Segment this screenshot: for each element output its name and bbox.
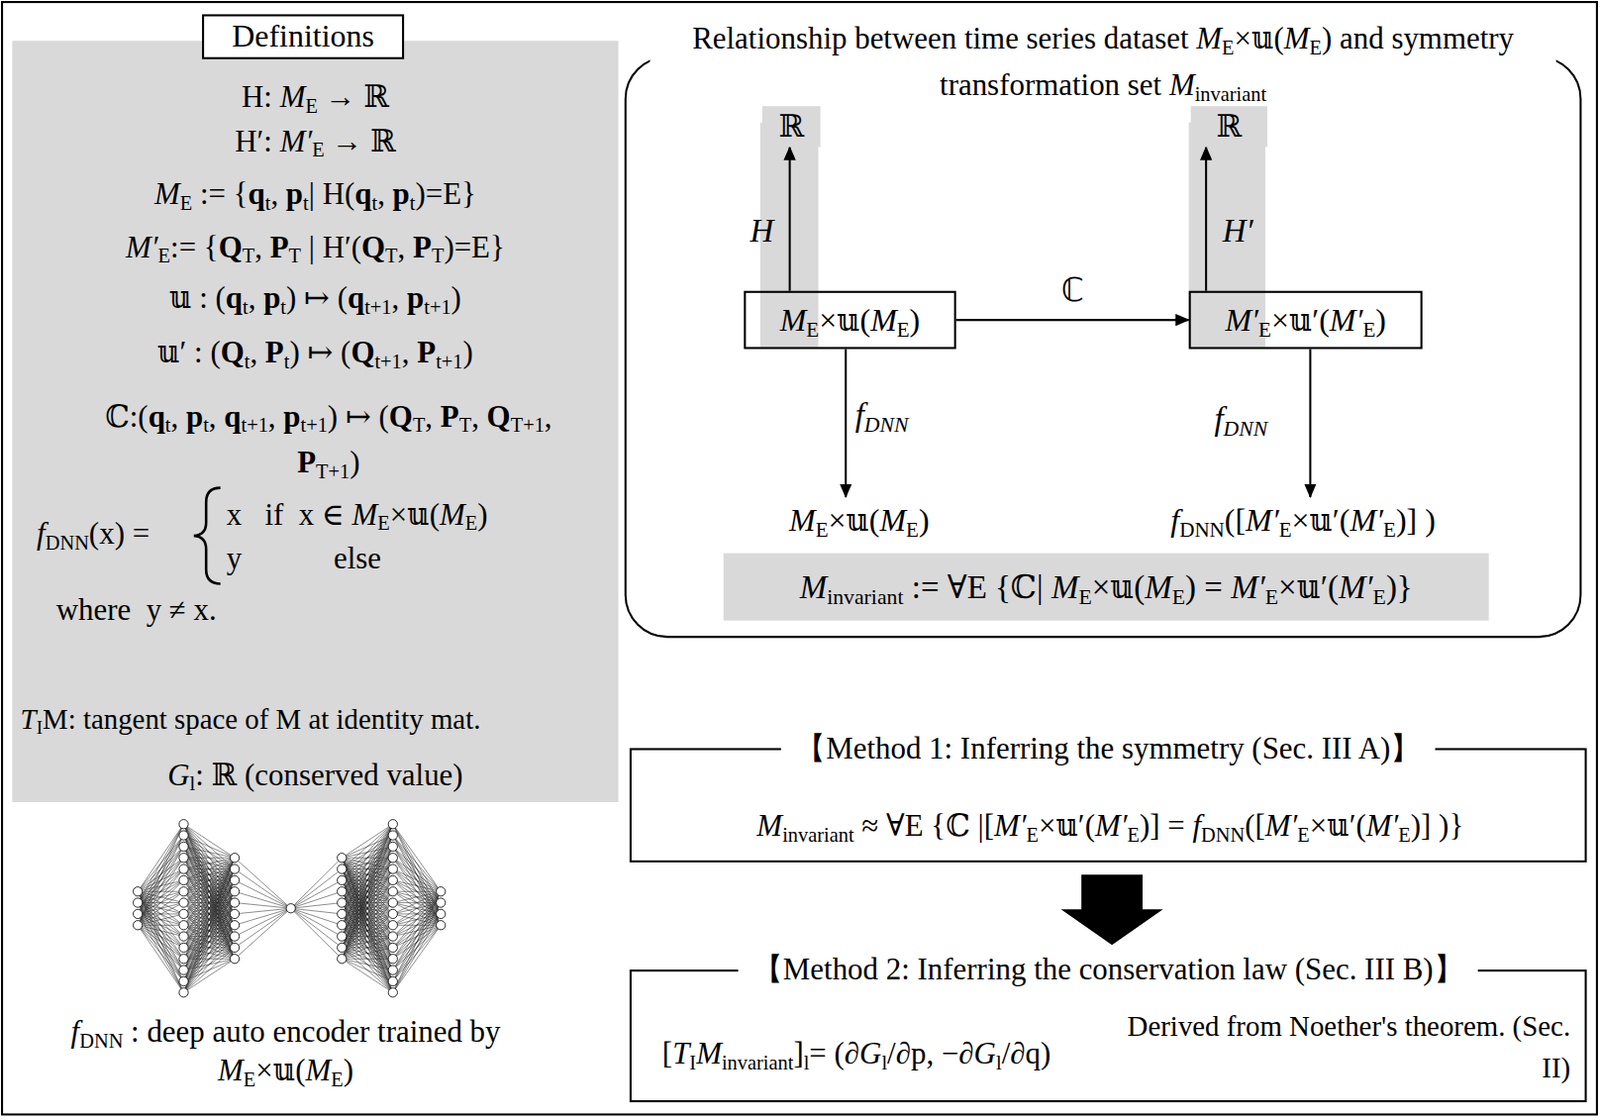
caption-text: fDNN : deep auto encoder trained by ME×𝕦… <box>51 1011 521 1089</box>
node-text: H′: M′E → ℝ <box>11 122 618 160</box>
node-text: Minvariant := ∀E {ℂ| ME×𝕦(ME) = M′E×𝕦′(M… <box>800 567 1413 607</box>
arrow-connector <box>1308 348 1311 497</box>
node-text: 𝕦′ : (Qt, Pt) ↦ (Qt+1, Pt+1) <box>11 333 618 371</box>
node-text: M′E×𝕦′(M′E) <box>1224 300 1386 339</box>
node-text: Minvariant ≈ ∀E {ℂ |[M′E×𝕦′(M′E)] = fDNN… <box>631 806 1590 844</box>
node-text: ℝ <box>778 107 804 145</box>
node-text: where y ≠ x. <box>56 591 465 628</box>
node-text: 𝕦 : (qt, pt) ↦ (qt+1, pt+1) <box>11 279 618 316</box>
definition-band: Minvariant := ∀E {ℂ| ME×𝕦(ME) = M′E×𝕦′(M… <box>723 553 1490 621</box>
heading-box: Definitions <box>201 13 404 59</box>
node-text: [TIMinvariant]l= (∂Gl/∂p, −∂Gl/∂q) <box>662 1034 1132 1072</box>
node-text: ℂ:(qt, pt, qt+1, pt+1) ↦ (QT, PT, QT+1, … <box>103 393 553 486</box>
arrow-connector <box>844 348 847 497</box>
arrow-connector <box>956 318 1190 321</box>
panel-ground <box>11 40 618 802</box>
node-text: x if x ∈ ME×𝕦(ME) <box>226 496 615 533</box>
node-text: Definitions <box>231 17 375 56</box>
node-text: fDNN(x) = <box>36 514 210 552</box>
node-text: fDNN([M′E×𝕦′(M′E)] ) <box>1170 500 1436 539</box>
node-text: ME×𝕦(ME) <box>780 300 921 339</box>
neural-network <box>132 819 445 998</box>
node-text: ME×𝕦(ME) <box>789 500 930 539</box>
output-text: fDNN([M′E×𝕦′(M′E)] ) <box>1129 497 1477 543</box>
node-text: TIM: tangent space of M at identity mat. <box>20 701 615 737</box>
section-heading: 【Method 2: Inferring the conservation la… <box>737 951 1478 989</box>
section-heading: Relationship between time series dataset… <box>650 14 1557 107</box>
edge-label: H′ <box>1222 209 1254 251</box>
method-box: 【Method 1: Inferring the symmetry (Sec. … <box>629 747 1588 862</box>
node-text: Gl: ℝ (conserved value) <box>11 756 618 794</box>
section-heading: 【Method 1: Inferring the symmetry (Sec. … <box>781 729 1436 767</box>
method-box: 【Method 2: Inferring the conservation la… <box>629 969 1588 1102</box>
codomain-band: ℝ <box>762 105 821 147</box>
edge-label: fDNN <box>855 394 909 435</box>
node-text: Derived from Noether's theorem. (Sec. II… <box>1110 1005 1571 1090</box>
edge-label: fDNN <box>1213 398 1268 439</box>
block-arrow <box>1061 874 1164 945</box>
edge-label: H <box>750 209 775 251</box>
node-text: y else <box>226 539 615 577</box>
output-text: ME×𝕦(ME) <box>762 497 957 543</box>
curly-brace <box>194 488 221 585</box>
relationship-box: Relationship between time series dataset… <box>624 56 1583 638</box>
node-text: ME := {qt, pt| H(qt, pt)=E} <box>11 175 618 212</box>
arrow-connector <box>1204 146 1207 291</box>
arrow-connector <box>789 146 792 291</box>
definitions-panel: H: ME → ℝ H′: M′E → ℝ ME := {qt, pt| H(qt,… <box>11 40 618 802</box>
codomain-band: ℝ <box>1191 105 1268 147</box>
node-text: H: ME → ℝ <box>11 78 618 115</box>
node-text: ℝ <box>1216 107 1243 145</box>
band-ground <box>1189 122 1266 348</box>
node-text: M′E:= {QT, PT | H′(QT, PT)=E} <box>11 228 618 266</box>
dataset-box: M′E×𝕦′(M′E) <box>1189 291 1423 350</box>
dataset-box: ME×𝕦(ME) <box>743 291 956 350</box>
edge-label: ℂ <box>1061 269 1085 310</box>
